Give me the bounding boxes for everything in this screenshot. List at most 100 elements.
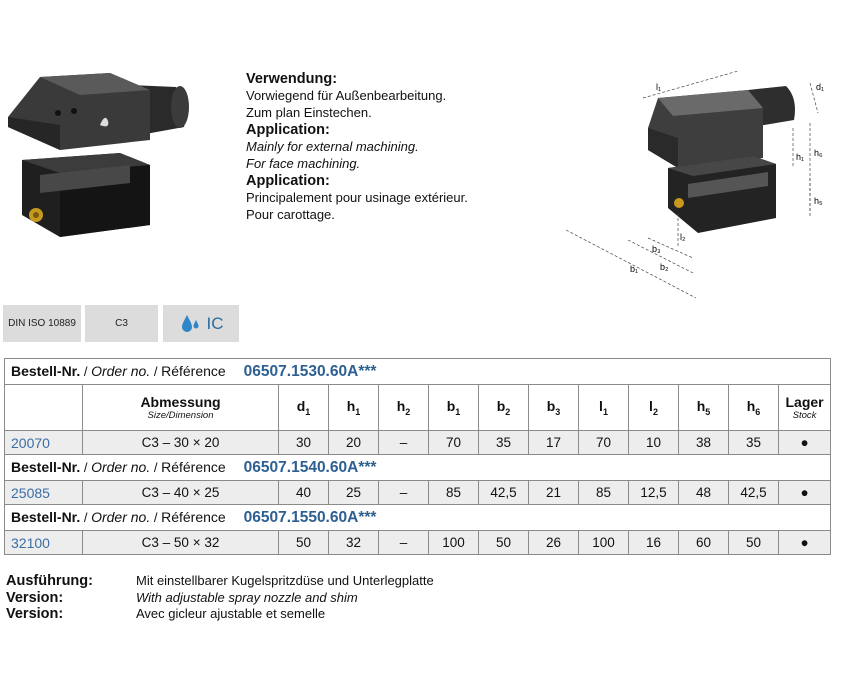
column-subscript: 3 [555, 406, 561, 417]
value-cell: 35 [728, 430, 779, 455]
technical-drawing: l₁ d₁ h₁ h₆ h₅ b₃ l₂ b₂ b₁ [565, 70, 824, 299]
version-row-fr: Version: Avec gicleur ajustable et semel… [6, 606, 806, 623]
column-header: h5 [678, 384, 729, 431]
column-symbol: h [696, 398, 706, 415]
label-h1: h₁ [796, 152, 804, 162]
order-number-row: Bestell-Nr. / Order no. / Référence 06507… [3, 454, 832, 481]
label-d1: d₁ [816, 82, 824, 92]
dimension-table: Bestell-Nr. / Order no. / Référence 06507… [3, 358, 832, 555]
value-cell: 30 [278, 430, 329, 455]
version-notes: Ausführung: Mit einstellbarer Kugelsprit… [6, 573, 806, 623]
article-code[interactable]: 20070 [4, 430, 83, 455]
column-header: l1 [578, 384, 629, 431]
reference-number: 06507.1540.60A*** [244, 459, 377, 476]
value-cell: 48 [678, 480, 729, 505]
heading-application-en: Application: [246, 122, 330, 138]
text-fr-1: Principalement pour usinage extérieur. [246, 190, 468, 205]
article-code[interactable]: 25085 [4, 480, 83, 505]
column-subscript: 2 [505, 406, 511, 417]
order-label-en: Order no. [91, 508, 151, 525]
column-symbol: b [496, 398, 506, 415]
stock-indicator: ● [777, 430, 832, 455]
header-code-cell [4, 384, 83, 431]
text-en-1: Mainly for external machining. [246, 139, 419, 154]
label-h6: h₆ [814, 148, 823, 158]
column-subscript: 1 [602, 406, 608, 417]
order-number-cell: Bestell-Nr. / Order no. / Référence 06507… [3, 454, 832, 481]
column-symbol: h [396, 398, 406, 415]
column-subscript: 6 [755, 406, 761, 417]
stock-indicator: ● [777, 530, 832, 555]
order-label-en: Order no. [91, 458, 151, 475]
version-value: Avec gicleur ajustable et semelle [136, 606, 326, 621]
value-cell: – [378, 480, 429, 505]
heading-verwendung: Verwendung: [246, 71, 338, 87]
label-h5: h₅ [814, 196, 823, 206]
reference-suffix: *** [358, 458, 377, 476]
text-de-2: Zum plan Einstechen. [246, 104, 372, 120]
version-row-en: Version: With adjustable spray nozzle an… [6, 590, 806, 607]
order-label-en: Order no. [91, 362, 151, 379]
value-cell: 10 [628, 430, 679, 455]
column-header: d1 [278, 384, 329, 431]
value-cell: 32 [328, 530, 379, 555]
value-cell: 50 [278, 530, 329, 555]
size-cell: C3 – 50 × 32 [82, 530, 279, 555]
column-header: b2 [478, 384, 529, 431]
slash: / [80, 459, 92, 475]
column-subscript: 2 [652, 406, 658, 417]
coolant-badge: IC [163, 305, 239, 342]
column-header: b1 [428, 384, 479, 431]
heading-application-fr: Application: [246, 173, 330, 189]
label-b2: b₂ [660, 262, 669, 272]
size-cell: C3 – 40 × 25 [82, 480, 279, 505]
reference-base: 06507.1540.60A [243, 458, 359, 476]
column-symbol: b [446, 398, 456, 415]
order-label-fr: Référence [161, 458, 226, 475]
article-code[interactable]: 32100 [4, 530, 83, 555]
column-subscript: 1 [305, 406, 311, 417]
column-subscript: 2 [405, 406, 411, 417]
coolant-label: IC [206, 313, 224, 333]
order-label-de: Bestell-Nr. [11, 458, 81, 475]
text-en-2: For face machining. [246, 155, 361, 171]
column-symbol: b [546, 398, 556, 415]
slash: / [80, 509, 92, 525]
order-label-de: Bestell-Nr. [11, 508, 81, 525]
value-cell: 100 [428, 530, 479, 555]
column-subscript: 1 [355, 406, 361, 417]
version-value: With adjustable spray nozzle and shim [136, 589, 358, 605]
value-cell: 70 [428, 430, 479, 455]
reference-base: 06507.1530.60A [243, 362, 359, 380]
column-header: h2 [378, 384, 429, 431]
reference-suffix: *** [358, 508, 377, 526]
value-cell: – [378, 430, 429, 455]
value-cell: 85 [578, 480, 629, 505]
value-cell: 70 [578, 430, 629, 455]
stock-label-de: Lager [785, 394, 824, 410]
version-key: Version: [6, 589, 64, 606]
value-cell: 50 [728, 530, 779, 555]
reference-number: 06507.1530.60A*** [244, 363, 377, 380]
order-label-de: Bestell-Nr. [11, 362, 81, 379]
slash: / [80, 363, 92, 379]
application-description: Verwendung: Vorwiegend für Außenbearbeit… [246, 70, 546, 223]
label-l1: l₁ [656, 82, 661, 92]
standard-badge: DIN ISO 10889 [3, 305, 81, 342]
order-label-fr: Référence [161, 508, 226, 525]
text-de-1: Vorwiegend für Außenbearbeitung. [246, 88, 447, 103]
value-cell: 35 [478, 430, 529, 455]
slash: / [150, 459, 162, 475]
value-cell: 100 [578, 530, 629, 555]
stock-label-en: Stock [792, 410, 817, 421]
value-cell: 12,5 [628, 480, 679, 505]
value-cell: 20 [328, 430, 379, 455]
column-symbol: h [346, 398, 356, 415]
column-symbol: h [746, 398, 756, 415]
